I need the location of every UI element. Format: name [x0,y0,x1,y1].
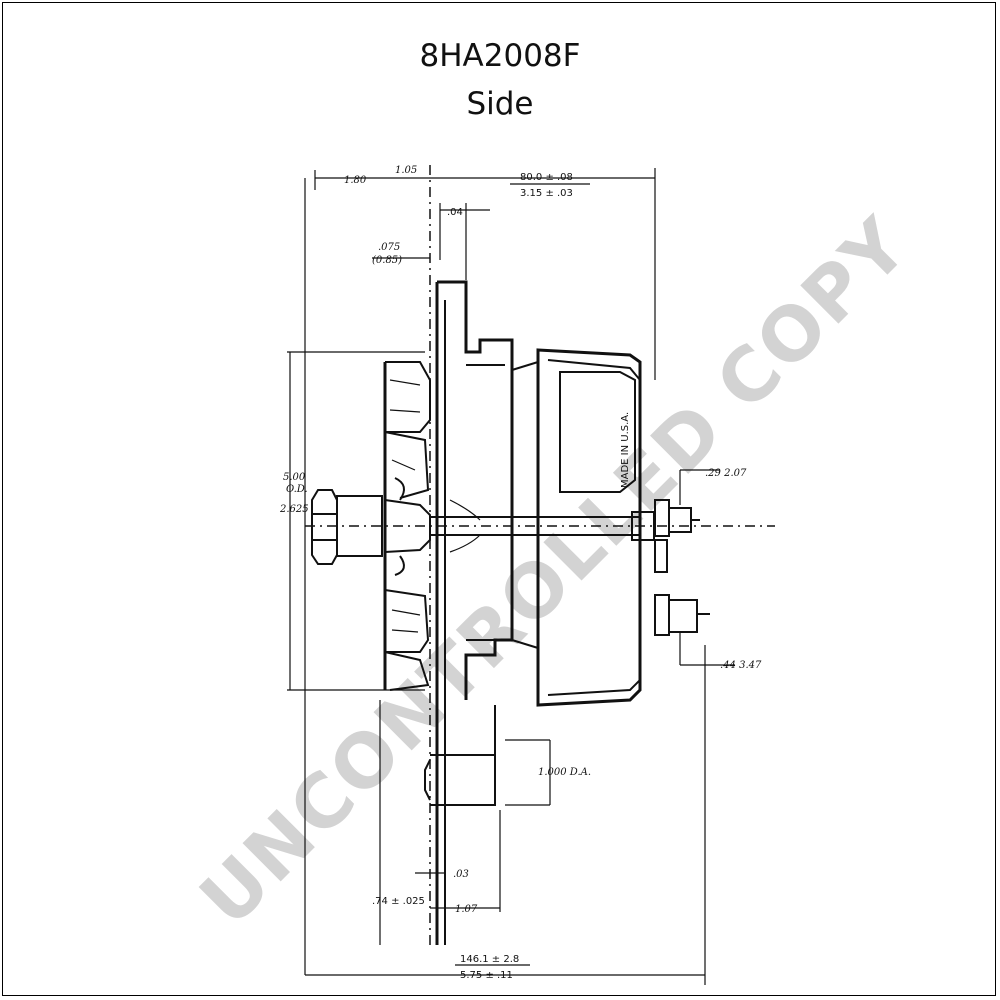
view-subtitle: Side [466,86,534,122]
dim-pulley-small: 2.625 [279,504,309,515]
page-title: 8HA2008F [419,38,581,74]
made-in-usa-stamp: MADE IN U.S.A. [620,412,631,488]
dim-pulley-od-label: O.D. [286,484,308,495]
dim-terminal-upper: .29 2.07 [705,468,747,479]
top-dimension-group [314,168,656,380]
dim-107: 1.07 [455,904,478,915]
dim-overall-length-in: 5.75 ± .11 [460,970,513,981]
dim-gap-04: .04 [447,207,463,218]
dim-mount-dia: 1.000 D.A. [538,767,591,778]
pulley-nut [311,489,383,565]
front-housing [435,280,514,945]
bottom-dimension-group [305,645,706,985]
fan-pulley-assembly [383,361,431,691]
dim-terminal-lower: .44 3.47 [720,660,762,671]
dim-pulley-od: 5.00 [283,472,306,483]
dim-74: .74 ± .025 [372,896,425,907]
dim-left-top: 1.80 [344,175,367,186]
dim-overall-length-mm: 146.1 ± 2.8 [460,954,519,965]
watermark-text: UNCONTROLLED COPY [184,201,925,942]
left-boundary-lines [287,178,425,975]
dim-085: (0.85) [372,255,402,266]
dim-overall-depth-in: 3.15 ± .03 [520,188,573,199]
dim-small-top: 1.05 [395,165,417,176]
dim-075: .075 [378,242,400,253]
dim-03: .03 [453,869,469,880]
shaft [430,511,655,541]
upper-terminal [654,469,720,537]
lower-terminal [654,539,735,666]
rear-housing [511,348,642,707]
dim-overall-depth-mm: 80.0 ± .08 [520,172,573,183]
mounting-foot [424,705,551,806]
